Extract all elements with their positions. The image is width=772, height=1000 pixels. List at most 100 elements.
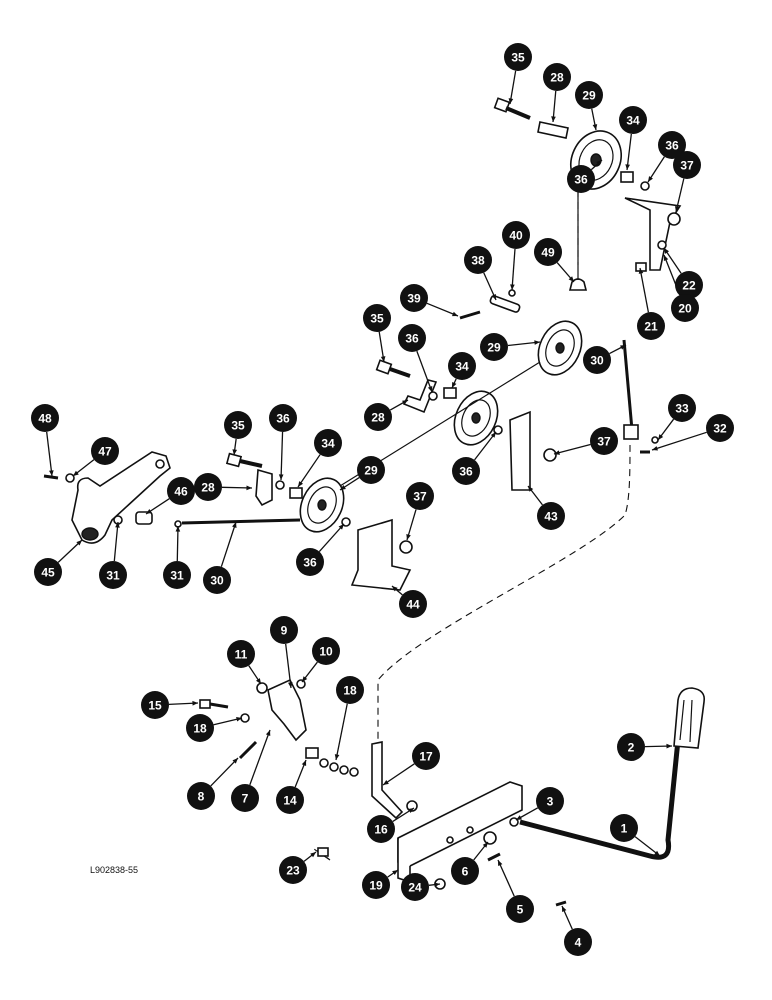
leader-arrowhead: [278, 474, 284, 480]
callout-circle: [504, 43, 532, 71]
callout-number: 19: [369, 879, 383, 893]
callout-4: 4: [564, 928, 592, 956]
callout-34: 34: [448, 352, 476, 380]
bracket: [537, 121, 569, 139]
callout-number: 36: [405, 332, 419, 346]
bracket: [350, 518, 412, 591]
leader-arrowhead: [663, 255, 669, 261]
leader-arrowhead: [298, 481, 304, 487]
callout-33: 33: [668, 394, 696, 422]
callout-number: 29: [487, 341, 501, 355]
leader-arrowhead: [528, 486, 534, 492]
callout-3: 3: [536, 787, 564, 815]
callout-number: 22: [682, 279, 696, 293]
leader-line: [509, 70, 517, 105]
washer: [275, 480, 285, 490]
callout-circle: [194, 473, 222, 501]
callout-circle: [296, 548, 324, 576]
bracket: [509, 410, 531, 491]
callout-21: 21: [637, 312, 665, 340]
leader-arrowhead: [434, 882, 440, 887]
callout-number: 37: [680, 159, 694, 173]
callout-circle: [276, 786, 304, 814]
callout-9: 9: [270, 616, 298, 644]
callout-number: 5: [517, 903, 524, 917]
leader-arrowhead: [654, 850, 660, 856]
rod: [622, 339, 634, 431]
callout-number: 32: [713, 422, 727, 436]
callout-number: 17: [419, 750, 433, 764]
leader-arrowhead: [452, 311, 458, 317]
leader-arrowhead: [658, 434, 664, 440]
callout-16: 16: [367, 815, 395, 843]
nut: [406, 800, 418, 812]
leader-arrowhead: [146, 509, 152, 514]
callout-circle: [231, 784, 259, 812]
callout-39: 39: [400, 284, 428, 312]
callout-circle: [537, 502, 565, 530]
leader-line: [651, 431, 707, 451]
callout-circle: [412, 742, 440, 770]
nut: [543, 448, 557, 462]
bushing: [135, 511, 153, 525]
leader-line: [249, 729, 271, 786]
bolt: [493, 97, 531, 120]
leader-arrowhead: [664, 248, 670, 254]
callout-36: 36: [567, 165, 595, 193]
leader-arrowhead: [302, 676, 308, 682]
leader-arrowhead: [392, 870, 398, 876]
parts-drawing: [43, 97, 706, 907]
callout-2: 2: [617, 733, 645, 761]
leader-line: [626, 133, 632, 171]
callout-circle: [610, 814, 638, 842]
callout-number: 36: [665, 139, 679, 153]
callout-number: 46: [174, 485, 188, 499]
leader-line: [280, 431, 284, 481]
leader-arrowhead: [246, 485, 252, 491]
callout-22: 22: [675, 271, 703, 299]
leader-arrowhead: [652, 446, 658, 451]
leader-arrowhead: [534, 340, 540, 345]
bolt: [209, 702, 229, 709]
bolt: [199, 699, 211, 709]
nut: [399, 540, 413, 554]
yoke: [623, 424, 639, 440]
callout-number: 34: [321, 437, 335, 451]
callout-number: 35: [231, 419, 245, 433]
nut: [256, 682, 268, 694]
callout-number: 2: [628, 741, 635, 755]
clip: [65, 473, 75, 483]
leader-arrowhead: [427, 386, 433, 392]
callout-circle: [590, 427, 618, 455]
bolt: [375, 359, 411, 378]
bolt: [238, 740, 258, 760]
callout-circle: [187, 782, 215, 810]
callout-number: 31: [106, 569, 120, 583]
bushing: [443, 387, 457, 399]
callout-circle: [314, 429, 342, 457]
leader-arrowhead: [288, 682, 293, 688]
callout-5: 5: [506, 895, 534, 923]
leader-line: [639, 267, 650, 313]
callout-circle: [583, 346, 611, 374]
leader-arrowhead: [568, 276, 574, 282]
callout-number: 35: [511, 51, 525, 65]
drawing-code: L902838-55: [90, 865, 138, 875]
callout-circle: [399, 590, 427, 618]
callout-circle: [406, 482, 434, 510]
washer: [329, 762, 339, 772]
callout-37: 37: [406, 482, 434, 510]
callout-circle: [480, 333, 508, 361]
callout-15: 15: [141, 691, 169, 719]
callout-circle: [163, 561, 191, 589]
callout-number: 36: [303, 556, 317, 570]
callout-circle: [564, 928, 592, 956]
callout-37: 37: [590, 427, 618, 455]
link: [371, 741, 404, 820]
callout-circle: [34, 558, 62, 586]
callout-36: 36: [452, 457, 480, 485]
callout-number: 15: [148, 699, 162, 713]
callout-number: 14: [283, 794, 297, 808]
bolt: [459, 310, 481, 320]
